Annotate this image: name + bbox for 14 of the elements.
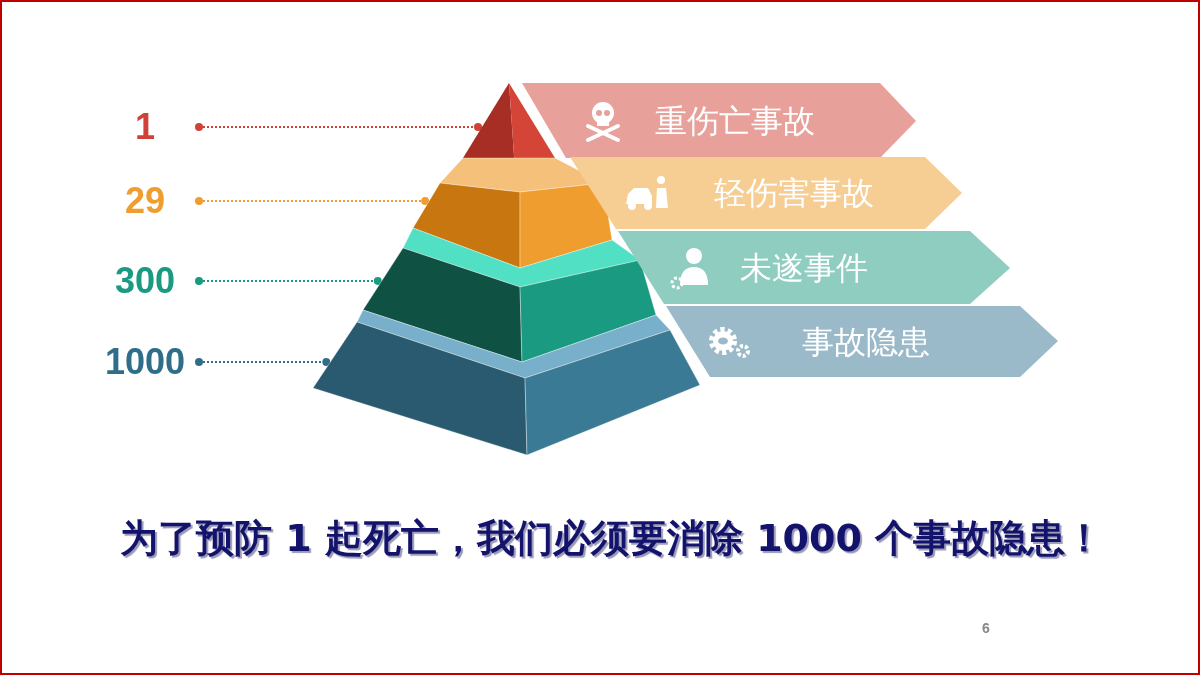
count-number: 1 xyxy=(95,107,195,147)
leader-line xyxy=(195,123,482,131)
page-number: 6 xyxy=(982,620,990,636)
banner-label: 未遂事件 xyxy=(740,247,868,288)
banner-label: 事故隐患 xyxy=(802,321,930,362)
leader-line xyxy=(195,277,382,285)
banner-label: 轻伤害事故 xyxy=(714,173,874,213)
leader-line xyxy=(195,197,430,205)
count-number: 29 xyxy=(95,181,195,221)
caption-text: 为了预防 1 起死亡，我们必须要消除 1000 个事故隐患！ xyxy=(120,515,1105,562)
leader-line xyxy=(195,358,331,366)
banner-label: 重伤亡事故 xyxy=(655,100,815,141)
count-number: 1000 xyxy=(95,342,195,382)
count-number: 300 xyxy=(95,261,195,301)
